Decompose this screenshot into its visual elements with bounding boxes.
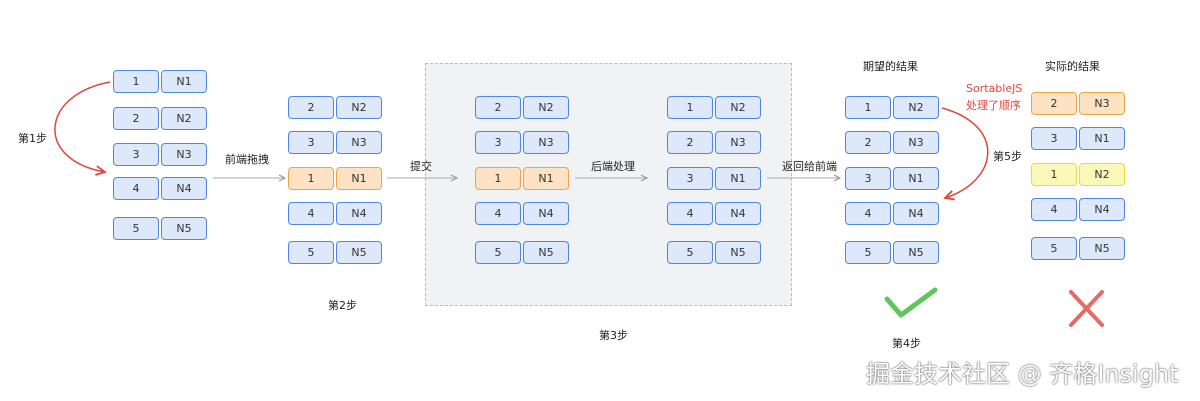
c5-row5-id-cell: 5	[845, 241, 891, 264]
c4-row2-name-cell: N3	[715, 131, 761, 154]
c5-row1-name-cell: N2	[893, 96, 939, 119]
c5-row1-id-cell: 1	[845, 96, 891, 119]
c4-row4-name-cell: N4	[715, 202, 761, 225]
c4-row5-id-cell: 5	[667, 241, 713, 264]
c1-row4-id-cell: 4	[113, 177, 159, 200]
c5-row2-name-cell: N3	[893, 131, 939, 154]
sortable-label-line1: SortableJS	[966, 82, 1023, 95]
c3-row2-id-cell: 3	[475, 131, 521, 154]
c6-row5-id-cell: 5	[1031, 237, 1077, 260]
c6-row3-id-cell: 1	[1031, 163, 1077, 186]
c1-row1-id-cell: 1	[113, 70, 159, 93]
c1-row2-name-cell: N2	[161, 107, 207, 130]
c3-row4-name-cell: N4	[523, 202, 569, 225]
expected-result-label: 期望的结果	[863, 60, 918, 73]
c1-row5-id-cell: 5	[113, 217, 159, 240]
c3-row3-name-cell: N1	[523, 167, 569, 190]
c5-row3-id-cell: 3	[845, 167, 891, 190]
c1-row4-name-cell: N4	[161, 177, 207, 200]
c2-row2-name-cell: N3	[336, 131, 382, 154]
c6-row5-name-cell: N5	[1079, 237, 1125, 260]
c6-row4-id-cell: 4	[1031, 198, 1077, 221]
c4-row5-name-cell: N5	[715, 241, 761, 264]
c6-row2-id-cell: 3	[1031, 127, 1077, 150]
c4-row1-id-cell: 1	[667, 96, 713, 119]
c5-row3-name-cell: N1	[893, 167, 939, 190]
step2-label: 第2步	[328, 299, 357, 312]
c1-row5-name-cell: N5	[161, 217, 207, 240]
c2-row5-id-cell: 5	[288, 241, 334, 264]
check-icon	[884, 287, 938, 318]
c6-row4-name-cell: N4	[1079, 198, 1125, 221]
sortable-label-line2: 处理了顺序	[966, 99, 1021, 112]
c2-row1-name-cell: N2	[336, 96, 382, 119]
step1-label: 第1步	[18, 132, 47, 145]
c6-row2-name-cell: N1	[1079, 127, 1125, 150]
c3-row2-name-cell: N3	[523, 131, 569, 154]
c5-row4-id-cell: 4	[845, 202, 891, 225]
c1-row1-name-cell: N1	[161, 70, 207, 93]
step3-label: 第3步	[599, 329, 628, 342]
actual-result-label: 实际的结果	[1045, 60, 1100, 73]
c4-row3-id-cell: 3	[667, 167, 713, 190]
submit-label: 提交	[410, 160, 432, 173]
c2-row4-id-cell: 4	[288, 202, 334, 225]
c6-row1-id-cell: 2	[1031, 92, 1077, 115]
c3-row5-name-cell: N5	[523, 241, 569, 264]
c1-row3-name-cell: N3	[161, 143, 207, 166]
c2-row5-name-cell: N5	[336, 241, 382, 264]
c5-row2-id-cell: 2	[845, 131, 891, 154]
c4-row2-id-cell: 2	[667, 131, 713, 154]
c1-row3-id-cell: 3	[113, 143, 159, 166]
c3-row1-id-cell: 2	[475, 96, 521, 119]
c3-row4-id-cell: 4	[475, 202, 521, 225]
return-frontend-label: 返回给前端	[782, 160, 837, 173]
c2-row3-id-cell: 1	[288, 167, 334, 190]
c3-row1-name-cell: N2	[523, 96, 569, 119]
c1-row2-id-cell: 2	[113, 107, 159, 130]
c2-row2-id-cell: 3	[288, 131, 334, 154]
c4-row3-name-cell: N1	[715, 167, 761, 190]
backend-process-label: 后端处理	[591, 160, 635, 173]
c3-row5-id-cell: 5	[475, 241, 521, 264]
c3-row3-id-cell: 1	[475, 167, 521, 190]
watermark: 掘金技术社区 @ 齐格Insight	[866, 360, 1179, 388]
c5-row4-name-cell: N4	[893, 202, 939, 225]
c4-row1-name-cell: N2	[715, 96, 761, 119]
c2-row1-id-cell: 2	[288, 96, 334, 119]
frontend-drag-label: 前端拖拽	[225, 153, 269, 166]
step4-label: 第4步	[892, 337, 921, 350]
c2-row4-name-cell: N4	[336, 202, 382, 225]
step5-curve-arrow	[941, 107, 989, 198]
step5-label: 第5步	[993, 150, 1022, 163]
step1-curve-arrow	[54, 81, 111, 172]
c6-row1-name-cell: N3	[1079, 92, 1125, 115]
c5-row5-name-cell: N5	[893, 241, 939, 264]
c6-row3-name-cell: N2	[1079, 163, 1125, 186]
c4-row4-id-cell: 4	[667, 202, 713, 225]
cross-icon	[1069, 290, 1104, 327]
c2-row3-name-cell: N1	[336, 167, 382, 190]
